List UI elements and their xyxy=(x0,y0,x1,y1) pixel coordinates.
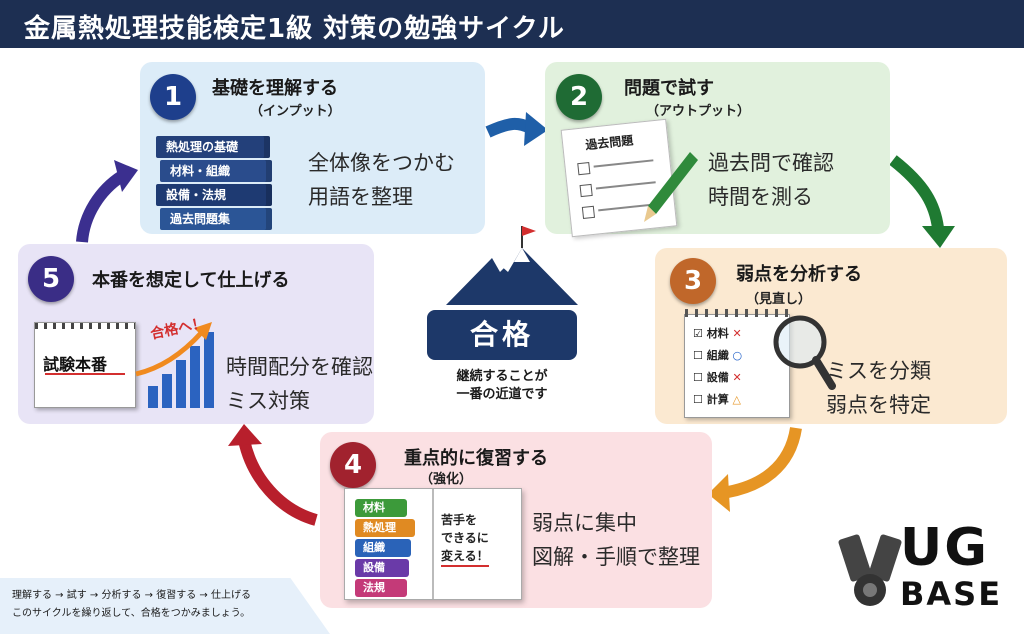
step1-line2: 用語を整理 xyxy=(308,185,413,209)
step5-description: 時間配分を確認 ミス対策 xyxy=(226,350,373,418)
tab-equipment: 設備 xyxy=(355,559,409,577)
step1-title: 基礎を理解する xyxy=(212,78,338,99)
arrow-3-to-4 xyxy=(708,426,802,512)
book-1: 熱処理の基礎 xyxy=(156,136,270,158)
tab-heat-treatment: 熱処理 xyxy=(355,519,415,537)
exam-paper-title: 過去問題 xyxy=(584,133,634,153)
pencil-icon xyxy=(644,152,698,222)
magnifier-icon xyxy=(773,315,836,390)
step4-title: 重点的に復習する xyxy=(404,448,548,469)
step2-number: 2 xyxy=(556,74,602,120)
logo-text-bottom: BASE xyxy=(900,575,1003,613)
checklist-row: ☐ 設備 ✕ xyxy=(693,371,742,384)
logo-text-top: UG xyxy=(900,518,989,578)
growth-chart-illustration xyxy=(146,316,216,408)
footer-note: 理解する → 試す → 分析する → 復習する → 仕上げる このサイクルを繰り… xyxy=(0,578,330,634)
arrow-1-to-2 xyxy=(485,112,548,146)
open-notebook: 材料 熱処理 組織 設備 法規 苦手を できるに 変える！ xyxy=(344,488,522,600)
step2-line1: 過去問で確認 xyxy=(708,151,834,175)
arrow-2-to-3 xyxy=(889,155,955,248)
step4-subtitle: （強化） xyxy=(420,472,473,487)
step2-line2: 時間を測る xyxy=(708,185,813,209)
step3-line1: ミスを分類 xyxy=(826,359,931,383)
step1-description: 全体像をつかむ 用語を整理 xyxy=(308,146,455,214)
step5-line2: ミス対策 xyxy=(226,389,310,413)
exam-calendar: 試験本番 xyxy=(34,322,136,408)
page-header: 金属熱処理技能検定1級 対策の勉強サイクル xyxy=(0,0,1024,48)
step3-description: ミスを分類 弱点を特定 xyxy=(826,354,931,422)
tab-material: 材料 xyxy=(355,499,407,517)
step1-line1: 全体像をつかむ xyxy=(308,151,455,175)
step3-line2: 弱点を特定 xyxy=(826,393,931,417)
step1-number: 1 xyxy=(150,74,196,120)
calendar-label: 試験本番 xyxy=(43,355,108,374)
motto-line2: 一番の近道です xyxy=(456,387,548,402)
checklist-notebook: ☑ 材料 ✕ ☐ 組織 ○ ☐ 設備 ✕ ☐ 計算 △ xyxy=(684,309,790,418)
step4-line2: 図解・手順で整理 xyxy=(532,545,700,569)
step2-subtitle: （アウトプット） xyxy=(646,104,751,119)
book-2: 材料・組織 xyxy=(160,160,272,182)
ug-base-logo: UG BASE xyxy=(838,520,1018,630)
mountain-icon xyxy=(446,226,578,305)
checklist-row: ☐ 計算 △ xyxy=(693,393,742,406)
pass-badge: 合格 xyxy=(427,310,577,360)
step5-number: 5 xyxy=(28,256,74,302)
step4-line1: 弱点に集中 xyxy=(532,511,637,535)
checklist-row: ☐ 組織 ○ xyxy=(693,349,743,362)
arrow-4-to-5 xyxy=(228,424,318,526)
footer-line1: 理解する → 試す → 分析する → 復習する → 仕上げる xyxy=(12,590,251,601)
footer-line2: このサイクルを繰り返して、合格をつかみましょう。 xyxy=(12,608,251,619)
step4-number: 4 xyxy=(330,442,376,488)
engine-icon xyxy=(838,534,902,606)
motto: 継続することが 一番の近道です xyxy=(412,368,592,404)
page-title: 金属熱処理技能検定1級 対策の勉強サイクル xyxy=(24,14,565,44)
step3-number: 3 xyxy=(670,258,716,304)
step2-title: 問題で試す xyxy=(624,78,714,99)
step4-description: 弱点に集中 図解・手順で整理 xyxy=(532,506,700,574)
growth-arrow-icon xyxy=(135,322,212,377)
checklist-row: ☑ 材料 ✕ xyxy=(693,327,742,340)
arrow-5-to-1 xyxy=(76,160,138,243)
tab-law: 法規 xyxy=(355,579,407,597)
book-3: 設備・法規 xyxy=(156,184,272,206)
book-4: 過去問題集 xyxy=(160,208,272,230)
step2-description: 過去問で確認 時間を測る xyxy=(708,146,834,214)
tab-structure: 組織 xyxy=(355,539,411,557)
step5-title: 本番を想定して仕上げる xyxy=(92,270,290,291)
step3-subtitle: （見直し） xyxy=(746,292,812,307)
step3-title: 弱点を分析する xyxy=(736,264,862,285)
motto-line1: 継続することが xyxy=(456,369,548,384)
step5-line1: 時間配分を確認 xyxy=(226,355,373,379)
notebook-note: 苦手を できるに 変える！ xyxy=(441,511,489,567)
step1-subtitle: （インプット） xyxy=(250,104,341,119)
